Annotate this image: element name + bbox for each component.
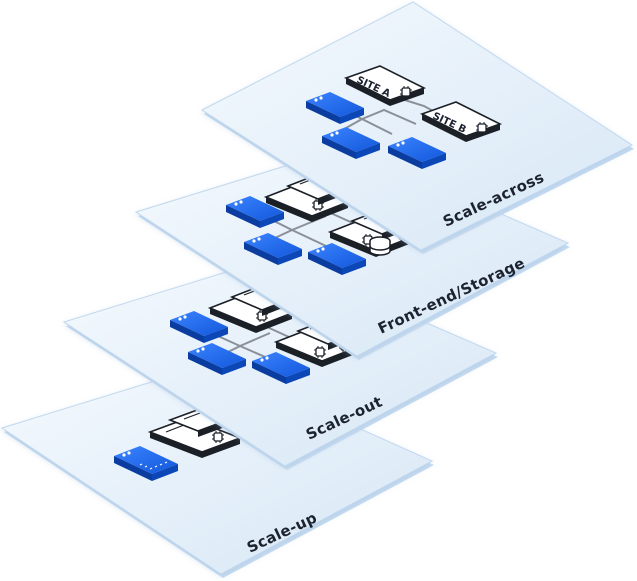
front-end-links — [261, 209, 367, 247]
plate-scale-across — [200, 1, 634, 251]
front-end-nodes — [226, 196, 366, 275]
scale-across-nodes — [306, 92, 446, 169]
scale-out-nodes — [170, 311, 310, 384]
scale-out-links — [197, 321, 301, 361]
site-a-box: SITE A — [343, 65, 427, 106]
database-icon — [369, 236, 391, 256]
layer-scale-across: SITE A SITE B Scale-across — [200, 1, 634, 254]
scale-across-links — [339, 95, 447, 135]
server-stack-left — [207, 282, 301, 333]
